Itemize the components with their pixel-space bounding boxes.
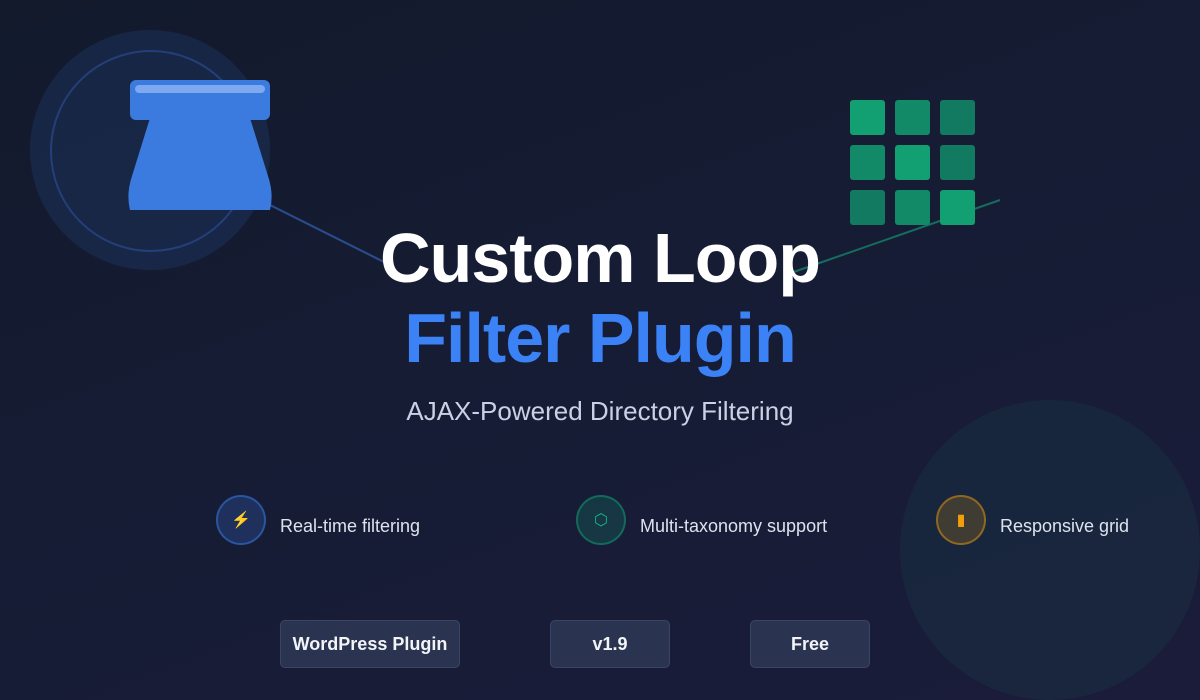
grid-cell (895, 100, 930, 135)
version-badge: v1.9 (550, 620, 670, 668)
grid-cell (940, 190, 975, 225)
price-badge: Free (750, 620, 870, 668)
page-title-line-1: Custom Loop (379, 219, 821, 297)
grid-cell (895, 190, 930, 225)
grid-icon (850, 100, 975, 225)
feature-label: Real-time filtering (280, 516, 421, 536)
tags-icon: ⬡ (576, 495, 626, 545)
wordpress-plugin-badge: WordPress Plugin (280, 620, 460, 668)
page-title-line-2: Filter Plugin (404, 299, 796, 377)
feature-label: Multi-taxonomy support (640, 516, 828, 536)
decor-circle-bottom-right (900, 400, 1200, 700)
grid-cell (940, 100, 975, 135)
grid-cell (850, 145, 885, 180)
funnel-body (128, 118, 272, 210)
feature-label: Responsive grid (1000, 516, 1130, 536)
grid-cell (850, 190, 885, 225)
grid-cell (850, 100, 885, 135)
grid-cell (895, 145, 930, 180)
funnel-highlight (135, 85, 265, 93)
subtitle: AJAX-Powered Directory Filtering (406, 396, 794, 426)
funnel-top (130, 80, 270, 120)
grid-cell (940, 145, 975, 180)
bolt-icon: ⚡ (216, 495, 266, 545)
mobile-icon: ▮ (936, 495, 986, 545)
